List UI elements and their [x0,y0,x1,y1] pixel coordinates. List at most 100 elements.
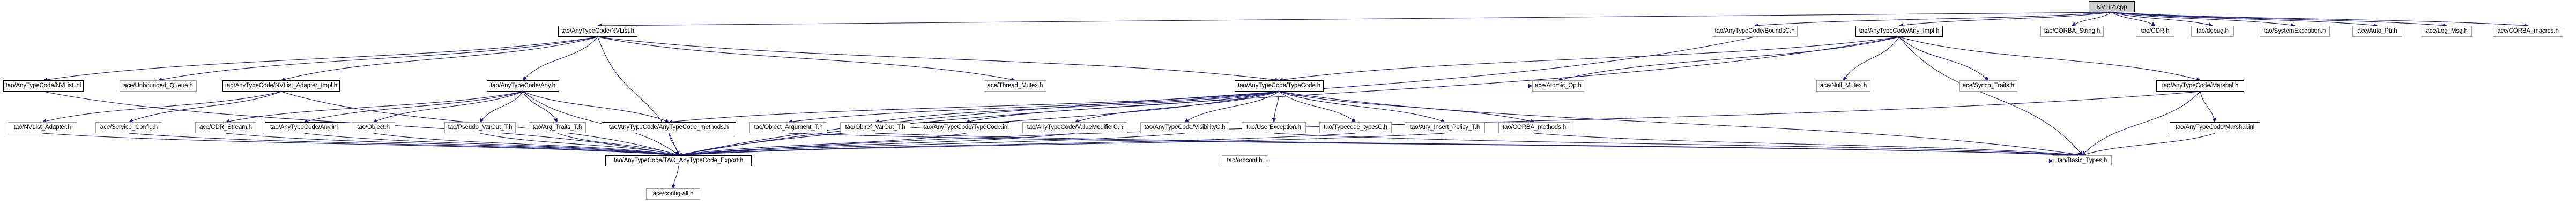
node-label: tao/Object.h [357,124,390,131]
graph-edge [874,91,1280,124]
graph-node[interactable]: ace/Atomic_Op.h [1532,80,1584,92]
graph-edge [557,133,679,156]
graph-edge [2200,91,2216,123]
node-label: tao/AnyTypeCode/NVList_Adapter_Impl.h [225,82,338,89]
node-label: tao/AnyTypeCode/ValueModifierC.h [1027,124,1123,131]
graph-node[interactable]: tao/debug.h [2191,26,2234,37]
graph-edge [597,36,1016,82]
node-label: ace/Synch_Traits.h [1962,82,2015,89]
graph-node[interactable]: tao/orbconf.h [1222,155,1267,166]
graph-node[interactable]: tao/CDR.h [2136,26,2174,37]
node-label: tao/AnyTypeCode/Any.h [490,82,556,89]
graph-node[interactable]: tao/UserException.h [1242,122,1306,133]
graph-edge [2111,12,2447,28]
graph-node[interactable]: tao/AnyTypeCode/TypeCode.inl [923,122,1009,133]
graph-node[interactable]: tao/Pseudo_VarOut_T.h [444,122,516,133]
graph-node[interactable]: ace/config-all.h [646,188,700,200]
node-label: NVList.cpp [2096,3,2127,11]
graph-edge [280,36,598,81]
graph-edge [1272,91,1280,123]
graph-edge [671,166,679,189]
graph-edge [480,91,523,123]
graph-edge [1074,91,1280,123]
graph-edge [42,133,679,157]
graph-node[interactable]: tao/Arg_Traits_T.h [529,122,586,133]
graph-edge [668,91,1280,124]
graph-edge [1557,36,1899,82]
graph-node[interactable]: tao/AnyTypeCode/Any_Impl.h [1855,26,1943,37]
graph-node[interactable]: tao/CORBA_methods.h [1498,122,1570,133]
graph-node[interactable]: tao/AnyTypeCode/AnyTypeCode_methods.h [602,122,736,133]
graph-node[interactable]: tao/Objref_VarOut_T.h [840,122,910,133]
graph-node[interactable]: ace/Log_Msg.h [2422,26,2472,37]
graph-node[interactable]: ace/Thread_Mutex.h [984,80,1046,92]
graph-node[interactable]: ace/CDR_Stream.h [195,122,256,133]
graph-node[interactable]: ace/Unbounded_Queue.h [120,80,197,92]
graph-edge [158,36,598,82]
graph-node[interactable]: ace/CORBA_macros.h [2493,26,2563,37]
graph-edge [966,91,1280,124]
graph-edge [1279,91,1445,123]
graph-node[interactable]: tao/AnyTypeCode/TypeCode.h [1235,80,1324,92]
graph-node[interactable]: tao/AnyTypeCode/TAO_AnyTypeCode_Export.h [605,155,752,166]
graph-node[interactable]: tao/AnyTypeCode/Marshal.inl [2170,122,2260,133]
node-label: ace/Null_Mutex.h [1820,82,1867,89]
node-label: tao/orbconf.h [1227,157,1263,164]
graph-node[interactable]: tao/AnyTypeCode/VisibilityC.h [1140,122,1229,133]
graph-node[interactable]: tao/Typecode_typesC.h [1319,122,1392,133]
graph-node[interactable]: tao/AnyTypeCode/Any.h [487,80,559,92]
graph-edge [373,133,679,157]
graph-edge [43,36,598,82]
node-label: tao/Object_Argument_T.h [754,124,823,131]
graph-node[interactable]: tao/AnyTypeCode/NVList.h [558,26,637,37]
graph-node[interactable]: tao/AnyTypeCode/NVList.inl [3,80,84,92]
graph-node[interactable]: tao/AnyTypeCode/Marshal.h [2156,80,2244,92]
graph-node[interactable]: tao/AnyTypeCode/NVList_Adapter_Impl.h [222,80,340,92]
graph-edge [1754,12,2112,28]
graph-node[interactable]: tao/Object_Argument_T.h [749,122,827,133]
graph-node[interactable]: tao/AnyTypeCode/ValueModifierC.h [1022,122,1127,133]
graph-edge [597,36,1280,82]
node-label: tao/AnyTypeCode/TAO_AnyTypeCode_Export.h [613,157,744,164]
graph-node[interactable]: tao/CORBA_String.h [2040,26,2104,37]
graph-edge [2082,133,2215,156]
node-label: tao/AnyTypeCode/NVList.h [561,27,634,34]
graph-edge [1273,133,2083,157]
graph-node[interactable]: tao/SystemException.h [2260,26,2330,37]
node-label: tao/AnyTypeCode/NVList.inl [5,82,81,89]
graph-edge [1899,36,2083,156]
node-label: ace/Service_Config.h [100,124,158,131]
graph-node[interactable]: tao/AnyTypeCode/BoundsC.h [1712,26,1798,37]
graph-edge [2111,12,2296,27]
node-label: tao/AnyTypeCode/Any_Impl.h [1859,27,1940,34]
graph-node[interactable]: tao/Basic_Types.h [2053,155,2112,166]
graph-edge [225,133,679,157]
graph-node[interactable]: tao/Object.h [352,122,395,133]
node-label: tao/Pseudo_VarOut_T.h [448,124,513,131]
graph-node[interactable]: tao/AnyTypeCode/Any.inl [265,122,343,133]
graph-edge [128,91,281,123]
graph-edge [303,91,523,123]
graph-edge [678,133,1185,157]
graph-edge [1279,91,1356,123]
graph-node[interactable]: tao/NVList_Adapter.h [8,122,77,133]
graph-root-node[interactable]: NVList.cpp [2089,1,2135,12]
node-label: tao/AnyTypeCode/BoundsC.h [1714,27,1795,34]
graph-edge [2072,12,2112,26]
graph-edge [1184,91,1280,123]
node-label: tao/AnyTypeCode/TypeCode.h [1237,82,1321,89]
graph-edge [523,91,558,123]
graph-node[interactable]: ace/Service_Config.h [95,122,162,133]
graph-node[interactable]: ace/Auto_Ptr.h [2352,26,2402,37]
graph-node[interactable]: tao/Any_Insert_Policy_T.h [1405,122,1485,133]
graph-node[interactable]: ace/Null_Mutex.h [1816,80,1870,92]
graph-edge [523,91,670,123]
graph-edge [678,36,1899,157]
graph-edge [523,91,679,156]
node-label: tao/UserException.h [1246,124,1301,131]
graph-edge [1279,91,1535,124]
node-label: tao/Typecode_typesC.h [1324,124,1387,131]
graph-node[interactable]: ace/Synch_Traits.h [1959,80,2017,92]
